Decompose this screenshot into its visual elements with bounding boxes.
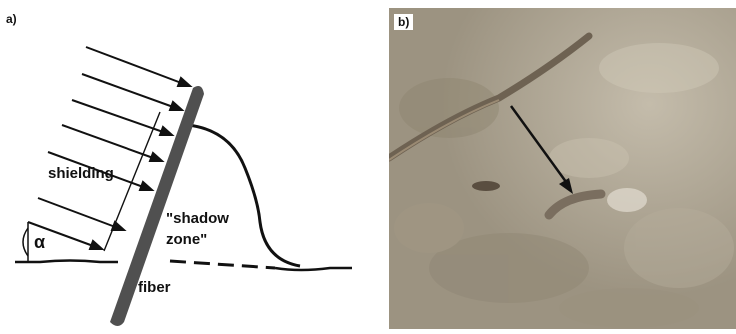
shielding-diagram: a) α sh xyxy=(0,0,385,329)
shadow-zone-label-line2: zone" xyxy=(166,231,207,248)
ray-7-arrowhead xyxy=(90,241,102,249)
ray-2 xyxy=(82,74,176,108)
ray-5-arrowhead xyxy=(140,182,152,190)
shielding-label: shielding xyxy=(48,165,114,182)
ray-3-arrowhead xyxy=(160,127,172,135)
panel-a-tag: a) xyxy=(6,12,17,26)
panel-a-diagram: a) α sh xyxy=(0,0,385,329)
pebble xyxy=(472,181,500,191)
ray-3 xyxy=(72,100,166,133)
panel-b-photo: b) xyxy=(389,8,736,329)
soil-surface-photo xyxy=(389,8,736,329)
ray-2-arrowhead xyxy=(170,102,182,110)
ground-line xyxy=(15,261,118,263)
angle-label: α xyxy=(34,232,45,252)
pale-patch xyxy=(607,188,647,212)
ray-4 xyxy=(62,125,156,159)
panel-b-tag: b) xyxy=(394,14,413,30)
ray-1-arrowhead xyxy=(178,78,190,86)
ground-line-right xyxy=(275,268,352,270)
fiber-label: fiber xyxy=(138,279,171,296)
shadow-zone-label-line1: "shadow xyxy=(166,210,229,227)
ray-4-arrowhead xyxy=(150,153,162,161)
ray-1 xyxy=(86,47,184,84)
ground-line-dashed xyxy=(170,261,275,268)
ray-6 xyxy=(38,198,118,228)
